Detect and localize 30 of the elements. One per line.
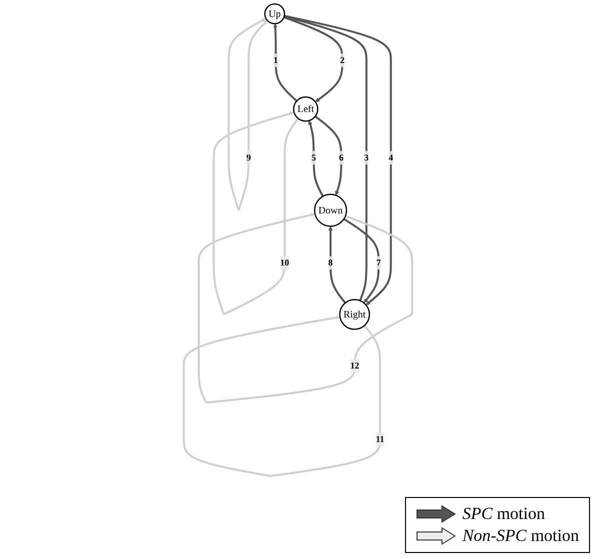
edge-label: 5 — [311, 152, 316, 162]
edge-label: 7 — [376, 258, 381, 268]
edge-label: 9 — [246, 152, 251, 162]
edge-label: 8 — [328, 258, 333, 268]
edge-label: 10 — [280, 258, 290, 268]
arrow — [182, 315, 382, 477]
arrow — [228, 18, 268, 211]
edge-label: 6 — [339, 152, 344, 162]
arrow — [328, 226, 346, 304]
arrow — [284, 15, 368, 301]
arrow — [284, 14, 392, 306]
edge-label: 4 — [388, 152, 394, 162]
arrow — [284, 16, 344, 102]
node-circle: Up — [264, 3, 286, 24]
node-circle: Left — [293, 96, 318, 122]
edge-label: 11 — [376, 434, 384, 444]
node-circle: Down — [314, 194, 348, 227]
edge-label: 1 — [274, 55, 278, 66]
edge-label: 2 — [340, 55, 345, 66]
edge-label: 3 — [364, 152, 369, 162]
arrow — [273, 23, 298, 102]
edge-label: 12 — [350, 360, 360, 371]
arrow — [198, 212, 414, 404]
node-circle: Right — [339, 298, 370, 330]
arrow — [308, 120, 324, 197]
arrow — [343, 218, 380, 304]
arrow — [314, 116, 342, 196]
legend-label: Non-SPC motion — [462, 526, 579, 546]
legend-label: SPC motion — [462, 504, 545, 524]
arrow — [212, 111, 300, 316]
